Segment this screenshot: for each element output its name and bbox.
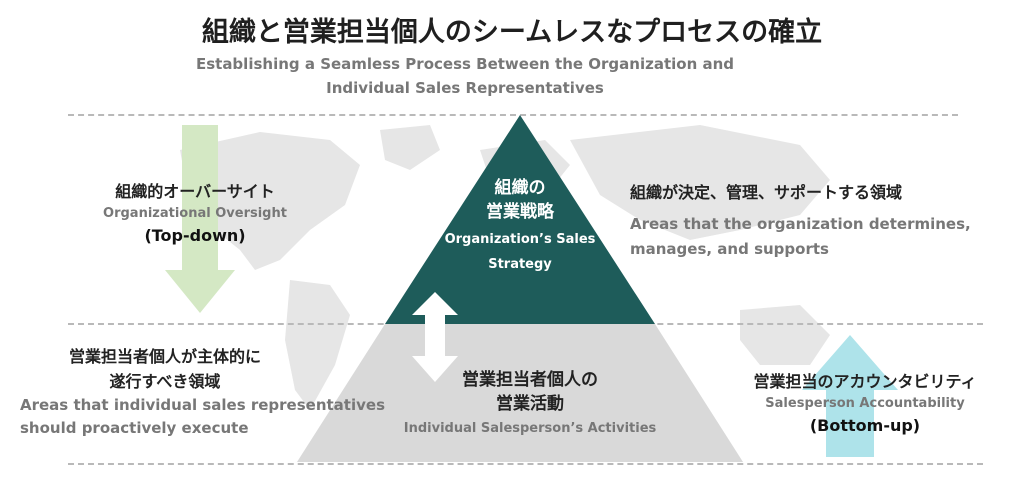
individual-areas-block: 営業担当者個人が主体的に 遂行すべき領域 Areas that individu… (20, 344, 400, 440)
top-down-arrow (165, 125, 235, 313)
individual-areas-en-line-1: Areas that individual sales representati… (20, 396, 385, 414)
page-title: 組織と営業担当個人のシームレスなプロセスの確立 (201, 17, 823, 48)
salesperson-accountability-block: 営業担当のアカウンタビリティ Salesperson Accountabilit… (720, 370, 1010, 438)
individual-areas-jp-line-1: 営業担当者個人が主体的に (68, 347, 261, 366)
activities-jp-line-1: 営業担当者個人の (462, 370, 598, 390)
map-south-america (285, 280, 350, 410)
pyramid-bottom-activities (297, 324, 743, 462)
oversight-tag: (Top-down) (144, 226, 246, 245)
individual-areas-en-line-2: should proactively execute (20, 419, 249, 437)
pyramid (297, 115, 743, 462)
accountability-en: Salesperson Accountability (765, 396, 965, 411)
map-asia (570, 125, 830, 240)
strategy-jp-line-2: 営業戦略 (486, 202, 554, 222)
individual-areas-jp-line-2: 遂行すべき領域 (109, 372, 221, 391)
strategy-label: 組織の 営業戦略 Organization’s Sales Strategy (440, 176, 600, 278)
pyramid-top-strategy (385, 115, 655, 324)
activities-label: 営業担当者個人の 営業活動 Individual Salesperson’s A… (380, 368, 680, 442)
strategy-en-line-1: Organization’s Sales (444, 232, 596, 247)
subtitle-line-1: Establishing a Seamless Process Between … (195, 55, 735, 73)
org-areas-en-line-1: Areas that the organization determines, (630, 215, 971, 233)
strategy-jp-line-1: 組織の (494, 178, 546, 198)
organization-areas-block: 組織が決定、管理、サポートする領域 Areas that the organiz… (630, 180, 1015, 262)
oversight-jp: 組織的オーバーサイト (115, 182, 275, 201)
bottom-up-arrow (802, 335, 898, 457)
activities-jp-line-2: 営業活動 (496, 394, 564, 414)
map-north-america (180, 132, 360, 270)
divider-top (68, 114, 958, 116)
divider-bottom (68, 463, 983, 465)
activities-en: Individual Salesperson’s Activities (403, 421, 657, 436)
organizational-oversight-block: 組織的オーバーサイト Organizational Oversight (Top… (80, 180, 310, 248)
accountability-tag: (Bottom-up) (809, 416, 921, 435)
map-greenland (380, 125, 440, 170)
org-areas-en-line-2: manages, and supports (630, 240, 829, 258)
subtitle-line-2: Individual Sales Representatives (326, 79, 604, 97)
page-subtitle: Establishing a Seamless Process Between … (100, 52, 830, 100)
org-areas-jp: 組織が決定、管理、サポートする領域 (630, 183, 903, 202)
strategy-en-line-2: Strategy (488, 257, 552, 272)
double-headed-arrow-icon (412, 292, 458, 382)
accountability-jp: 営業担当のアカウンタビリティ (753, 372, 977, 391)
map-australia (740, 305, 830, 365)
oversight-en: Organizational Oversight (103, 206, 287, 221)
